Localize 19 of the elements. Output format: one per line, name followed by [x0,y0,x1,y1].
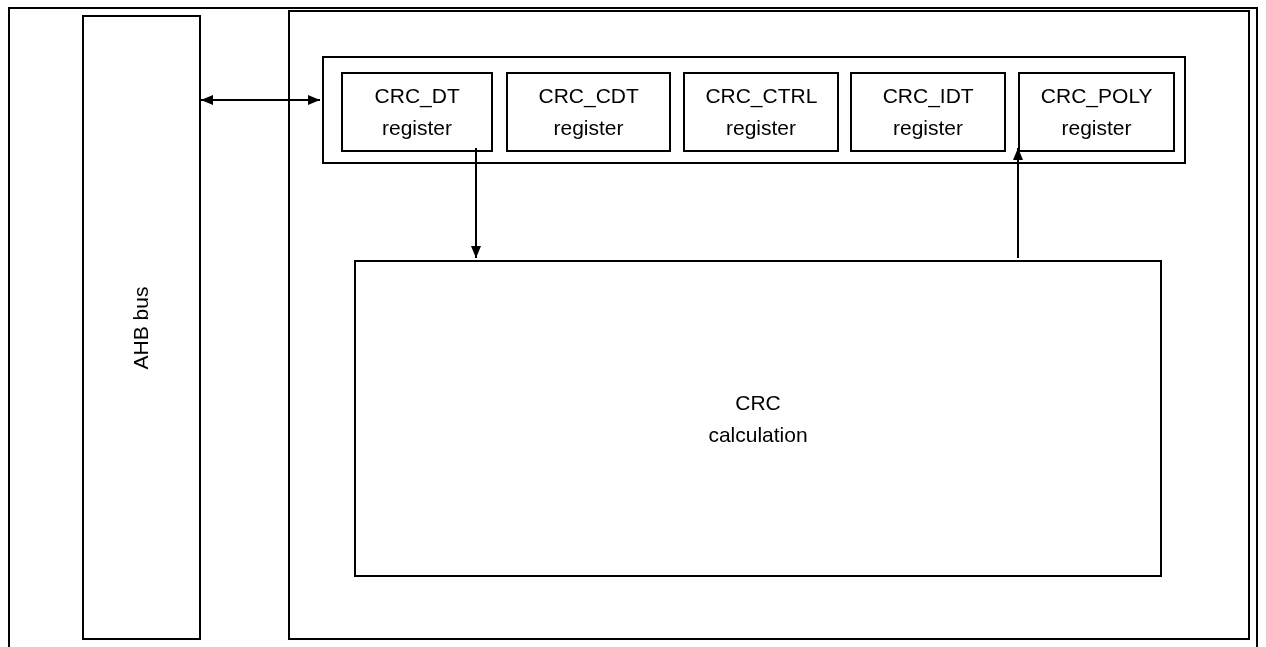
register-box [683,72,839,152]
block-label: CRC_CDT register [538,83,639,141]
block-label: CRC_IDT register [882,83,974,141]
block-label: CRC calculation [708,389,808,448]
register-box [341,72,493,152]
bus-label: AHB bus [128,286,154,369]
register-box [1018,72,1175,152]
block-label: CRC_DT register [374,83,460,141]
block-box [288,10,1250,640]
arrow [200,95,321,105]
block-box [322,56,1186,164]
arrow [1013,147,1023,259]
register-box [850,72,1006,152]
bus-box [82,15,201,640]
block-label: CRC_CTRL register [705,83,817,141]
block-label: CRC_POLY register [1040,83,1153,141]
register-box [506,72,671,152]
arrow [471,147,481,259]
register-box [354,260,1162,577]
